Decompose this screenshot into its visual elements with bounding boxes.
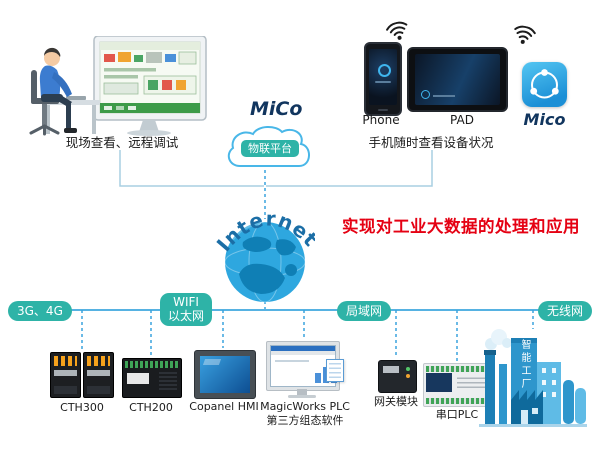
pad-screen-text-bar — [433, 95, 455, 97]
network-pill-3g4g: 3G、4G — [8, 301, 72, 322]
magicworks-text-line — [275, 360, 309, 362]
internet-globe: Internet — [215, 207, 315, 303]
device-label-gateway: 网关模块 — [374, 395, 418, 408]
cth300-plate — [54, 370, 77, 376]
monitor-stand — [297, 389, 307, 395]
device-label-cth200: CTH200 — [129, 401, 173, 414]
device-label-copanel: Copanel HMI — [189, 400, 259, 413]
cth300-module — [50, 352, 81, 398]
plc-text-lines — [457, 376, 485, 388]
network-pill-lan: 局域网 — [337, 301, 392, 322]
magicworks-titlebar — [271, 346, 335, 351]
phone-screen — [369, 49, 397, 105]
phone-home-button — [377, 109, 389, 111]
gateway-label-plate — [383, 366, 399, 373]
cth300-plate — [87, 370, 110, 376]
software-doc-icon — [326, 359, 344, 382]
pad-label: PAD — [450, 113, 474, 127]
cth300-base — [54, 386, 77, 394]
copanel-screen — [200, 356, 250, 393]
smart-factory-label: 智能工厂 — [519, 339, 530, 391]
smartphone — [364, 42, 402, 116]
cth300-ports — [54, 356, 77, 366]
gateway-led-green — [406, 367, 410, 371]
phone-app-logo-icon — [378, 63, 391, 77]
cth300-module — [83, 352, 114, 398]
device-label-magicworks: MagicWorks PLC 第三方组态软件 — [258, 400, 352, 429]
cth200-terminal-strip — [125, 361, 179, 368]
device-gateway — [378, 360, 417, 393]
right-caption: 手机随时查看设备状况 — [368, 135, 494, 150]
mico-app-label: Mico — [523, 110, 566, 129]
cth200-label-plate — [127, 373, 149, 384]
network-pill-wifi-ethernet: WIFI 以太网 — [160, 293, 213, 326]
device-serial-plc — [423, 363, 493, 407]
plc-terminal-top — [426, 366, 490, 372]
wifi-signal-icon — [386, 21, 408, 40]
device-label-serial-plc: 串口PLC — [435, 408, 479, 421]
mico-logo-glyph — [530, 69, 559, 99]
wifi-signal-icon — [514, 25, 536, 44]
magicworks-toolbar — [271, 351, 335, 355]
headline-text: 实现对工业大数据的处理和应用 — [342, 217, 580, 236]
doc-lines — [329, 363, 341, 378]
device-copanel-hmi — [194, 350, 256, 399]
mico-app-icon — [522, 62, 567, 107]
cth300-base — [87, 386, 110, 394]
magicworks-chart-bar — [315, 373, 321, 383]
operator-workstation-illustration — [29, 36, 207, 136]
wifi-pill-line1: WIFI — [173, 295, 199, 309]
magicworks-label-line2: 第三方组态软件 — [266, 414, 344, 428]
tablet-pad — [407, 47, 508, 112]
mico-brand-text: MiCo — [250, 98, 303, 120]
left-caption: 现场查看、远程调试 — [65, 135, 179, 150]
device-cth300 — [50, 352, 114, 398]
network-pill-wireless: 无线网 — [538, 301, 593, 322]
copanel-glint — [202, 359, 222, 365]
cth300-ports — [87, 356, 110, 366]
phone-screen-text-bar — [374, 81, 392, 84]
phone-label: Phone — [362, 113, 400, 127]
magicworks-label-line1: MagicWorks PLC — [260, 400, 350, 413]
device-magicworks-pc — [266, 341, 344, 401]
plc-cpu-section — [426, 373, 452, 392]
cth200-vents — [159, 372, 177, 390]
person — [39, 47, 77, 133]
smart-factory-illustration — [479, 329, 587, 427]
pad-app-logo-icon — [421, 90, 430, 99]
pad-screen — [415, 54, 500, 105]
iot-platform-pill: 物联平台 — [241, 140, 299, 158]
plc-terminal-bottom — [426, 398, 490, 404]
device-cth200 — [122, 358, 182, 398]
device-label-cth300: CTH300 — [60, 401, 104, 414]
gateway-led-orange — [406, 374, 410, 378]
magicworks-screen — [270, 345, 337, 387]
monitor-base — [288, 395, 316, 398]
scada-monitor — [93, 36, 207, 136]
wifi-pill-line2: 以太网 — [168, 309, 205, 324]
